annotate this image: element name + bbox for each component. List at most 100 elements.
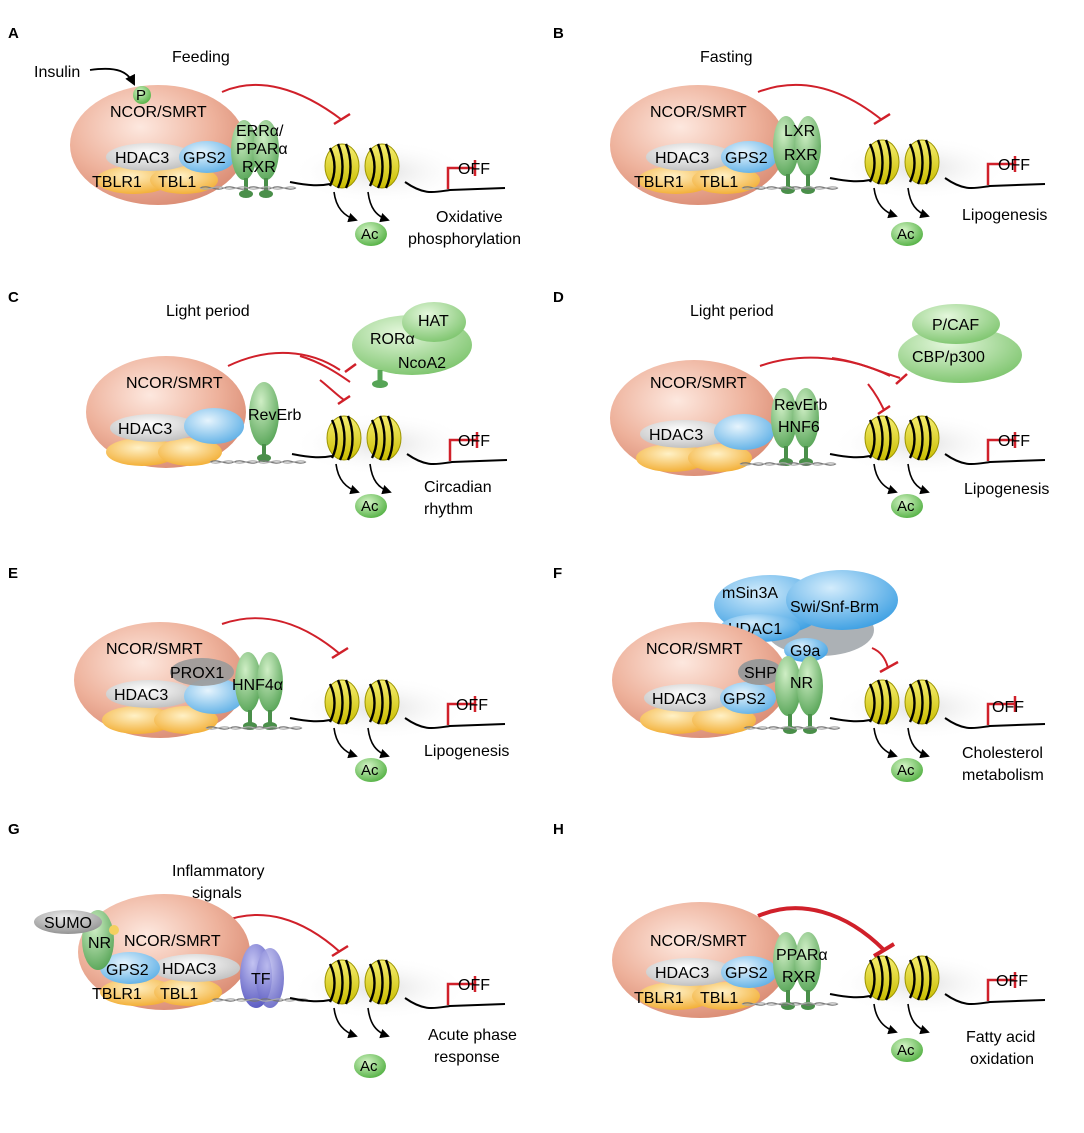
corepressor-label: NCOR/SMRT [106,641,203,658]
target-line-1: Acute phase [428,1027,517,1044]
corepressor-label: NCOR/SMRT [650,375,747,392]
panel-c: C Light period HAT RORα NcoA2 NCOR/SMRT … [8,289,507,518]
panel-letter: F [553,565,562,582]
gps2-label: GPS2 [725,150,768,167]
chromatin-promoter [290,956,505,1036]
tbl-protein-2 [688,444,752,472]
target-line-1: Oxidative [436,209,503,226]
nr-monomer [249,382,279,446]
hdac3-label: HDAC3 [115,150,169,167]
corepressor-label: NCOR/SMRT [646,641,743,658]
coactivator-complex [898,304,1022,383]
panel-g: G Inflammatory signals SUMO NR NCOR/SMRT… [8,821,517,1078]
repression-bar [331,646,349,660]
shp-label: SHP [744,665,777,682]
repression-bar [331,944,349,958]
sumo-label: SUMO [44,915,92,932]
target-line-1: Cholesterol [962,745,1043,762]
hdac3-label: HDAC3 [114,687,168,704]
condition-line-2: signals [192,885,242,902]
sumo-protein [34,910,102,934]
gps2-label: GPS2 [183,150,226,167]
nr-label: NR [88,935,111,952]
target-line-2: oxidation [970,1051,1034,1068]
chromatin-promoter [290,140,505,220]
repression-arc-3 [319,379,345,401]
repression-bar [344,362,357,374]
ac-label: Ac [897,498,915,515]
target-line-1: Circadian [424,479,492,496]
hdac3-label: HDAC3 [118,421,172,438]
tbl1-label: TBL1 [160,986,198,1003]
coact-cbp: CBP/p300 [912,349,985,366]
repression-arc-3 [867,383,885,411]
off-label: OFF [992,699,1024,716]
tbl-protein-2 [158,438,222,466]
tbl-protein-1 [636,444,708,472]
panel-h: H NCOR/SMRT HDAC3 GPS2 TBLR1 TBL1 PPARα … [553,821,1045,1068]
swi-snf-label: Swi/Snf-Brm [790,599,879,616]
coactivator-complex [352,302,472,388]
ac-label: Ac [897,226,915,243]
off-label: OFF [998,157,1030,174]
coact-ncoa2: NcoA2 [398,355,446,372]
sumo-link [109,925,119,935]
panel-letter: C [8,289,19,306]
repression-arc [221,84,343,121]
panel-d: D Light period P/CAF CBP/p300 NCOR/SMRT … [553,289,1049,518]
nr-label-2: PPARα [236,141,288,158]
tbl1-label: TBL1 [700,174,738,191]
nr-label-1: RevErb [774,397,827,414]
gps2-protein [720,682,776,714]
dna-helix [209,460,307,464]
panel-letter: H [553,821,564,838]
corepressor-label: NCOR/SMRT [126,375,223,392]
gps2-label: GPS2 [106,962,149,979]
panel-letter: G [8,821,20,838]
hdac3-label: HDAC3 [655,150,709,167]
ac-label: Ac [361,498,379,515]
nr-label-1: HNF4α [232,677,283,694]
hdac3-label: HDAC3 [655,965,709,982]
nr-label-2: HNF6 [778,419,820,436]
nr-label-3: RXR [242,159,276,176]
repression-bar [873,112,891,126]
tblr1-protein [100,978,176,1006]
gps2-protein [721,956,777,988]
hdac3-protein [106,680,194,708]
corepressor-label: NCOR/SMRT [650,933,747,950]
target-line-1: Fatty acid [966,1029,1035,1046]
gps2-label: GPS2 [723,691,766,708]
ac-mark [891,494,923,518]
insulin-label: Insulin [34,64,80,81]
tbl-protein-1 [102,706,174,734]
target-line-1: Lipogenesis [964,481,1049,498]
tblr1-protein [96,166,172,194]
nr-label-2: RXR [782,969,816,986]
ac-label: Ac [897,762,915,779]
coact-ror: RORα [370,331,415,348]
repression-arc-2 [831,357,901,379]
condition-label: Light period [690,303,774,320]
chromatin-promoter [830,412,1045,492]
coact-pcaf: P/CAF [932,317,979,334]
tblr1-label: TBLR1 [634,174,684,191]
tbl-protein-1 [640,706,712,734]
chromatin-promoter [830,136,1045,216]
prox1-label: PROX1 [170,665,224,682]
ac-mark [891,758,923,782]
ac-mark [354,1054,386,1078]
repression-arc [227,351,341,371]
phospho-circle [133,86,151,104]
ac-mark [355,758,387,782]
repression-bar [879,660,899,674]
nr-label-1: LXR [784,123,815,140]
hdac3-protein [646,958,734,986]
corepressor-label: NCOR/SMRT [110,104,207,121]
panel-letter: E [8,565,18,582]
hdac3-protein [152,954,240,982]
repression-arc-strong [757,906,886,952]
gps2-protein [179,141,235,173]
corepressor-label: NCOR/SMRT [124,933,221,950]
